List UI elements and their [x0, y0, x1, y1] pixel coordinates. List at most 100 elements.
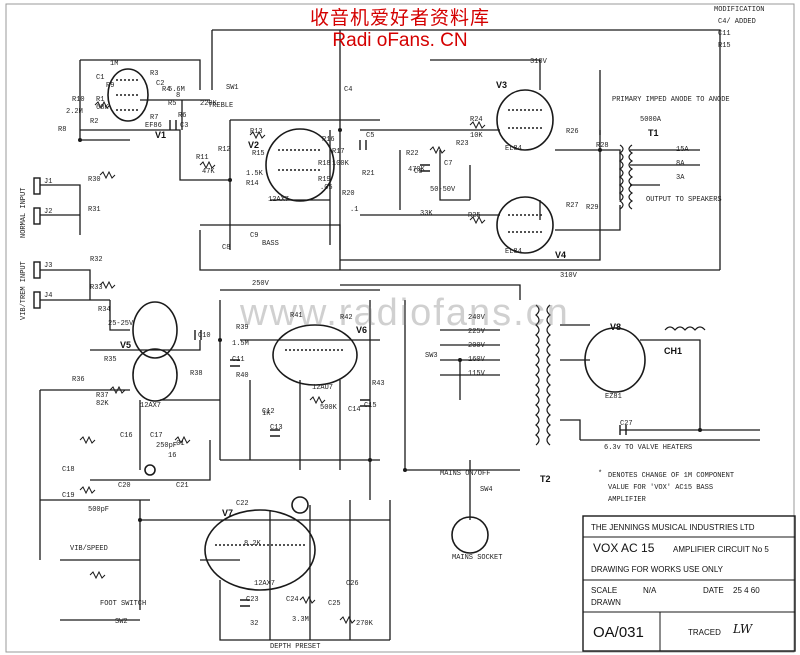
part-designator: R11: [196, 154, 209, 162]
part-designator: C26: [346, 580, 359, 588]
part-designator: C8: [222, 244, 231, 252]
part-designator: C10: [198, 332, 211, 340]
t1-tap-8: 8A: [676, 160, 685, 168]
drawing-note: DRAWING FOR WORKS USE ONLY: [591, 565, 724, 574]
tube-v3-label: V3: [496, 80, 508, 90]
tube-v4-label: V4: [555, 250, 567, 260]
part-designator: C11: [232, 356, 245, 364]
part-value: 25-25V: [108, 320, 134, 328]
site-name-en: Radi oFans. CN: [332, 30, 468, 51]
jack-j1: J1: [44, 178, 53, 186]
part-designator: R26: [566, 128, 579, 136]
part-value: 3.3M: [292, 616, 309, 624]
part-designator: C15: [364, 402, 377, 410]
part-designator: R20: [342, 190, 355, 198]
part-value: 2.2M: [66, 108, 83, 116]
part-designator: R15: [252, 150, 265, 158]
part-designator: C18: [62, 466, 75, 474]
tube-v6-label: V6: [356, 325, 368, 335]
rail-250v: 250V: [252, 280, 269, 288]
choke-ch1-label: CH1: [664, 346, 683, 356]
part-value: 16: [168, 452, 177, 460]
mod-line2: C11: [718, 30, 731, 38]
tube-v6-type: 12AU7: [312, 384, 334, 392]
part-value: 270K: [356, 620, 373, 628]
part-value: 220K: [200, 100, 217, 108]
part-designator: R42: [340, 314, 353, 322]
part-designator: C5: [366, 132, 375, 140]
t1-output-note: OUTPUT TO SPEAKERS: [646, 196, 722, 204]
vib-input-label: VIB/TREM INPUT: [20, 261, 28, 320]
date-label: DATE: [703, 586, 724, 595]
part-designator: C25: [328, 600, 341, 608]
heaters-note: 6.3v TO VALVE HEATERS: [604, 444, 693, 452]
depth-preset-label: DEPTH PRESET: [270, 643, 321, 651]
part-designator: R24: [470, 116, 483, 124]
part-designator: C17: [150, 432, 163, 440]
transformer-t1-label: T1: [648, 128, 659, 138]
part-value: 47K: [202, 168, 215, 176]
part-designator: R2: [90, 118, 99, 126]
tube-v2-type: 12AX7: [268, 196, 290, 204]
mains-switch-label: MAINS ON/OFF: [440, 470, 491, 478]
t2-tap-225: 225V: [468, 328, 485, 336]
scale-label: SCALE: [591, 586, 618, 595]
part-designator: R38: [190, 370, 203, 378]
part-value: 33K: [420, 210, 433, 218]
mod-line1: C4/ ADDED: [718, 18, 756, 26]
tube-v2-label: V2: [248, 140, 260, 150]
part-value: .01: [172, 440, 185, 448]
part-designator: R16: [322, 136, 335, 144]
part-designator: C13: [270, 424, 283, 432]
tube-v3-type: EL84: [505, 145, 522, 153]
mains-socket-label: MAINS SOCKET: [452, 554, 503, 562]
drawing-number: OA/031: [593, 624, 644, 641]
footnote-line3: AMPLIFIER: [608, 496, 646, 504]
part-designator: R7: [150, 114, 159, 122]
part-designator: C6: [414, 168, 423, 176]
part-designator: R34: [98, 306, 111, 314]
model-name: VOX AC 15: [593, 541, 655, 555]
treble-control-label: TREBLE: [208, 102, 234, 110]
t1-tap-15: 15A: [676, 146, 689, 154]
switch-sw1: SW1: [226, 84, 239, 92]
part-designator: R4: [162, 86, 171, 94]
part-designator: R18: [318, 160, 331, 168]
footnote-line1: DENOTES CHANGE OF 1M COMPONENT: [608, 472, 735, 480]
jack-j4: J4: [44, 292, 53, 300]
part-designator: R28: [596, 142, 609, 150]
normal-input-label: NORMAL INPUT: [20, 187, 28, 238]
part-value: 1.5M: [232, 340, 249, 348]
part-designator: R23: [456, 140, 469, 148]
part-value: 8.2K: [244, 540, 261, 548]
watermark: www.radiofans.cn: [240, 292, 570, 334]
tube-v4-type: EL84: [505, 248, 522, 256]
part-designator: R13: [250, 128, 263, 136]
bass-control-label: BASS: [262, 240, 279, 248]
traced-label: TRACED: [688, 628, 721, 637]
part-designator: R22: [406, 150, 419, 158]
tube-v7-type: 12AX7: [254, 580, 276, 588]
part-designator: R43: [372, 380, 385, 388]
jack-j3: J3: [44, 262, 53, 270]
part-designator: R3: [150, 70, 159, 78]
part-value: 68K: [96, 104, 109, 112]
part-designator: R14: [246, 180, 259, 188]
part-designator: C24: [286, 596, 299, 604]
part-designator: R35: [104, 356, 117, 364]
part-designator: C22: [236, 500, 249, 508]
part-designator: C9: [250, 232, 259, 240]
part-designator: C12: [262, 408, 275, 416]
part-designator: R10: [72, 96, 85, 104]
part-designator: R36: [72, 376, 85, 384]
part-designator: R30: [88, 176, 101, 184]
t1-tap-3: 3A: [676, 174, 685, 182]
part-designator: R32: [90, 256, 103, 264]
part-designator: C21: [176, 482, 189, 490]
part-designator: R8: [58, 126, 67, 134]
vib-speed-label: VIB/SPEED: [70, 545, 108, 553]
switch-sw2: SW2: [115, 618, 128, 626]
part-designator: R6: [178, 112, 187, 120]
part-designator: R40: [236, 372, 249, 380]
